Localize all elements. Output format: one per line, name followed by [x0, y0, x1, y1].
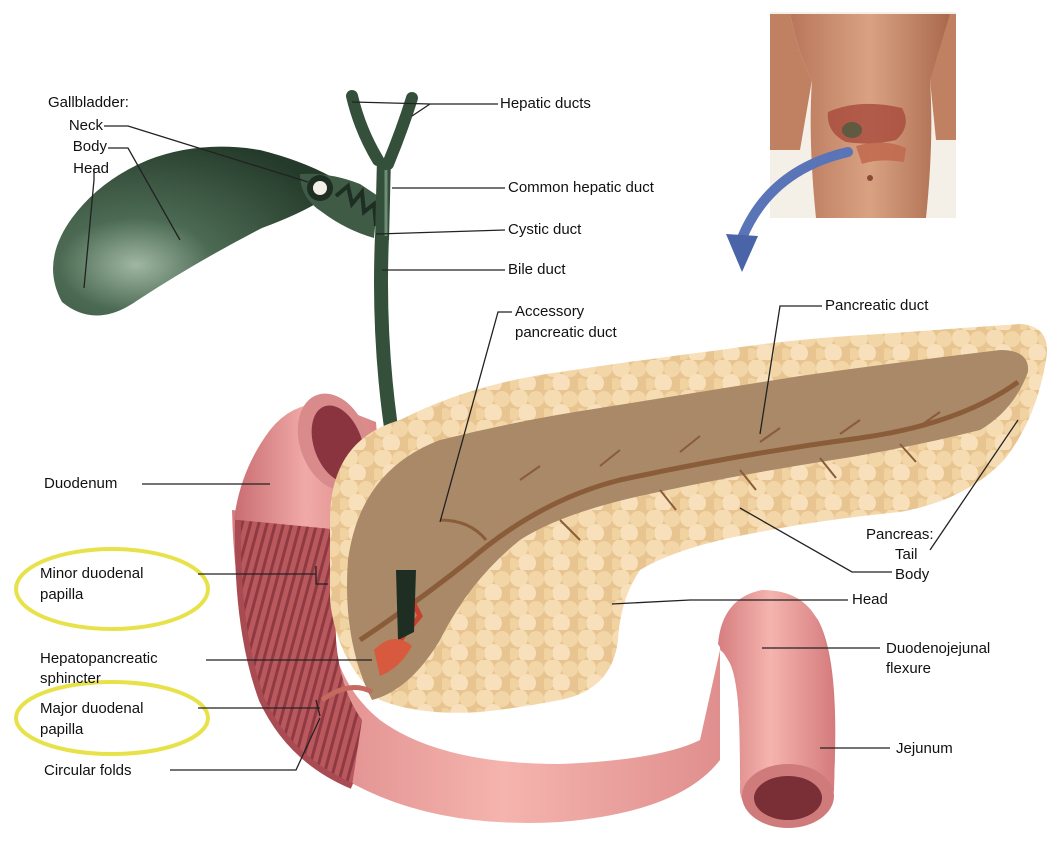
gallbladder-body-label: Body	[73, 136, 107, 157]
hepatopancreatic-sphincter-label-line2: sphincter	[40, 668, 101, 689]
gallbladder-neck-label: Neck	[69, 115, 103, 136]
common-hepatic-duct-label: Common hepatic duct	[508, 177, 654, 198]
duodenum-label: Duodenum	[44, 473, 117, 494]
major-duodenal-papilla-label-line1: Major duodenal	[40, 698, 143, 719]
pancreas-heading-label: Pancreas:	[866, 524, 934, 545]
pancreatic-duct-label: Pancreatic duct	[825, 295, 928, 316]
cystic-duct-label: Cystic duct	[508, 219, 581, 240]
gallbladder-heading-label: Gallbladder:	[48, 92, 129, 113]
minor-duodenal-papilla-label-line2: papilla	[40, 584, 83, 605]
duodenojejunal-flexure-label-line1: Duodenojejunal	[886, 638, 990, 659]
minor-duodenal-papilla-label-line1: Minor duodenal	[40, 563, 143, 584]
torso-inset	[770, 12, 956, 218]
accessory-pancreatic-duct-label-line2: pancreatic duct	[515, 322, 617, 343]
pancreas-tail-label: Tail	[895, 544, 918, 565]
accessory-pancreatic-duct-label-line1: Accessory	[515, 301, 584, 322]
bile-duct-label: Bile duct	[508, 259, 566, 280]
major-duodenal-papilla-label-line2: papilla	[40, 719, 83, 740]
hepatic-ducts-label: Hepatic ducts	[500, 93, 591, 114]
gallbladder-head-label: Head	[73, 158, 109, 179]
pancreas-head-label: Head	[852, 589, 888, 610]
pancreas-body-label: Body	[895, 564, 929, 585]
circular-folds-label: Circular folds	[44, 760, 132, 781]
duodenojejunal-flexure-label-line2: flexure	[886, 658, 931, 679]
jejunum-label: Jejunum	[896, 738, 953, 759]
hepatopancreatic-sphincter-label-line1: Hepatopancreatic	[40, 648, 158, 669]
